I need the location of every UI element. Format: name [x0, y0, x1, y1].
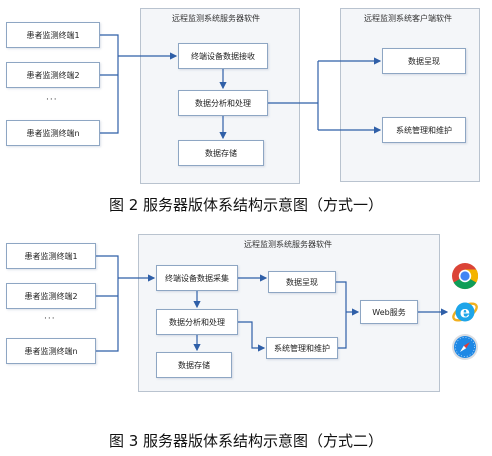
fig3-ellipsis: ··· [44, 314, 56, 324]
fig2-receive-box: 终端设备数据接收 [178, 43, 268, 69]
fig2-terminal-1: 患者监测终端1 [6, 22, 100, 48]
fig2-client-frame-title: 远程监测系统客户端软件 [364, 14, 452, 23]
fig2-terminal-n: 患者监测终端n [6, 120, 100, 146]
box-label: 数据存储 [178, 360, 210, 370]
fig3-terminal-n: 患者监测终端n [6, 338, 96, 364]
internet-explorer-icon: e [451, 298, 479, 326]
fig2-client-frame [340, 8, 480, 182]
fig2-terminal-2: 患者监测终端2 [6, 62, 100, 88]
fig3-storage-box: 数据存储 [156, 352, 232, 378]
box-label: 数据分析和处理 [195, 98, 251, 108]
box-label: 系统管理和维护 [274, 343, 330, 353]
safari-icon [451, 333, 479, 361]
fig2-analysis-box: 数据分析和处理 [178, 90, 268, 116]
terminal-label: 患者监测终端1 [26, 30, 80, 40]
fig2-server-frame-title: 远程监测系统服务器软件 [172, 14, 260, 23]
fig3-terminal-2: 患者监测终端2 [6, 283, 96, 309]
fig3-maintenance-box: 系统管理和维护 [266, 337, 338, 359]
fig3-collect-box: 终端设备数据采集 [156, 265, 238, 291]
terminal-label: 患者监测终端1 [24, 251, 78, 261]
terminal-label: 患者监测终端n [24, 346, 78, 356]
box-label: 数据呈现 [286, 277, 318, 287]
box-label: 终端设备数据采集 [165, 273, 229, 283]
terminal-label: 患者监测终端2 [26, 70, 80, 80]
fig3-terminal-1: 患者监测终端1 [6, 243, 96, 269]
svg-text:e: e [460, 303, 470, 322]
fig2-display-box: 数据呈现 [382, 48, 466, 74]
fig2-caption: 图 2 服务器版体系结构示意图（方式一） [108, 196, 384, 214]
fig3-server-frame-title: 远程监测系统服务器软件 [244, 240, 332, 249]
terminal-label: 患者监测终端n [26, 128, 80, 138]
fig3-analysis-box: 数据分析和处理 [156, 309, 238, 335]
box-label: 终端设备数据接收 [191, 51, 255, 61]
fig2-maintenance-box: 系统管理和维护 [382, 117, 466, 143]
fig2-ellipsis: ··· [46, 95, 58, 105]
box-label: 数据存储 [205, 148, 237, 158]
fig3-display-box: 数据呈现 [268, 271, 336, 293]
box-label: 数据分析和处理 [169, 317, 225, 327]
fig2-storage-box: 数据存储 [178, 140, 264, 166]
box-label: 数据呈现 [408, 56, 440, 66]
box-label: 系统管理和维护 [396, 125, 452, 135]
terminal-label: 患者监测终端2 [24, 291, 78, 301]
box-label: Web服务 [372, 307, 406, 317]
chrome-icon [451, 262, 479, 290]
fig3-web-box: Web服务 [360, 300, 418, 324]
fig3-caption: 图 3 服务器版体系结构示意图（方式二） [108, 432, 384, 450]
